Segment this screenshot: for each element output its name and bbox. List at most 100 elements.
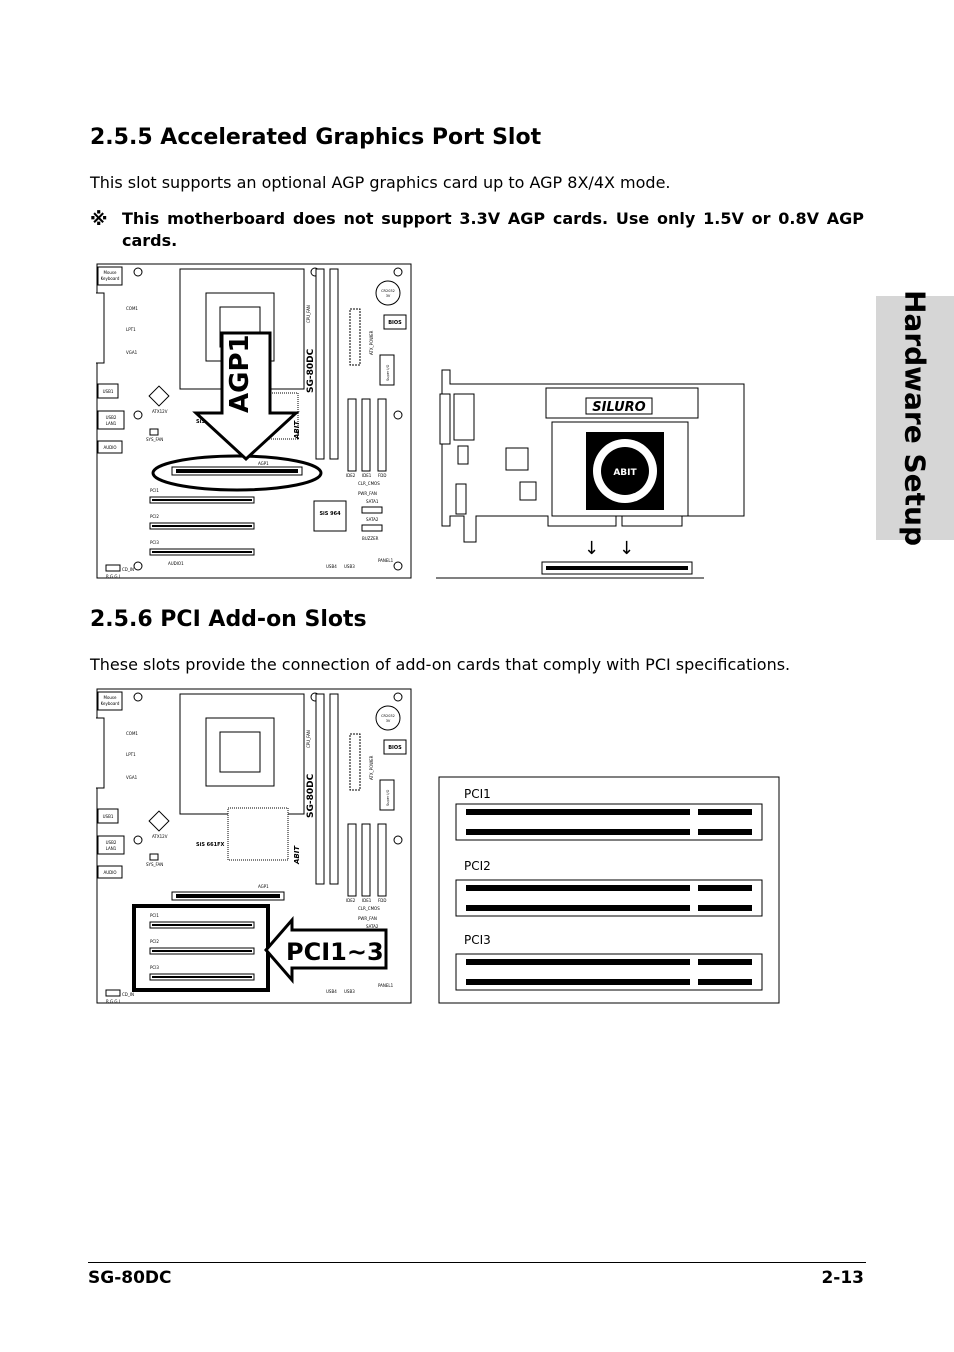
- agp-intro: This slot supports an optional AGP graph…: [90, 173, 671, 192]
- pci-heading: 2.5.6 PCI Add-on Slots: [90, 607, 367, 632]
- audio-label: AUDIO: [103, 870, 116, 875]
- fdd-label: FDD: [378, 898, 386, 903]
- com1-label: COM1: [126, 731, 138, 736]
- battery-3v-label: 3V: [386, 294, 391, 298]
- panel1-label: PANEL1: [378, 983, 394, 988]
- model-label: SG-80DC: [306, 348, 316, 393]
- side-tab: Hardware Setup: [876, 290, 954, 546]
- agp-heading: 2.5.5 Accelerated Graphics Port Slot: [90, 125, 542, 150]
- north-bridge-label: SiS 661FX: [196, 842, 225, 848]
- mouse-label: Mouse: [104, 270, 118, 275]
- agp-callout: AGP1: [225, 334, 255, 413]
- audio-label: AUDIO: [103, 445, 116, 450]
- keyboard-label: Keyboard: [101, 276, 120, 281]
- pci2-board-label: PCI2: [150, 939, 159, 944]
- board-diagram-pci: Mouse Keyboard COM1 LPT1 VGA1 USB1 USB2 …: [96, 688, 412, 1004]
- pci3-board-label: PCI3: [150, 540, 159, 545]
- cd-in-label: CD_IN: [122, 567, 134, 572]
- cpu-fan-label: CPU_FAN: [306, 305, 311, 323]
- usb3-label: USB3: [344, 564, 355, 569]
- pci1-slot-label: PCI1: [464, 787, 491, 801]
- atx-power-label: ATX_POWER: [369, 755, 374, 780]
- lan1-label: LAN1: [106, 846, 117, 851]
- atx-power-label: ATX_POWER: [369, 330, 374, 355]
- bios-label: BIOS: [388, 320, 402, 326]
- agp1-board-label: AGP1: [258, 461, 269, 466]
- board-diagram-agp: Mouse Keyboard COM1 LPT1 VGA1 USB1 USB2 …: [96, 263, 412, 579]
- pci-intro: These slots provide the connection of ad…: [90, 655, 791, 674]
- insert-arrow-left-icon: ↓: [584, 538, 599, 559]
- ide2-label: IDE2: [346, 473, 356, 478]
- vga1-label: VGA1: [126, 775, 138, 780]
- abit-logo: ABIT: [293, 420, 301, 440]
- pci3-board-label: PCI3: [150, 965, 159, 970]
- cr2032-label: CR2032: [381, 714, 395, 718]
- bios-label: BIOS: [388, 745, 402, 751]
- lan1-label: LAN1: [106, 421, 117, 426]
- atx12v-label: ATX12V: [152, 409, 168, 414]
- clr-cmos-label: CLR_CMOS: [358, 906, 380, 911]
- footer-model: SG-80DC: [88, 1268, 172, 1288]
- model-label: SG-80DC: [306, 773, 316, 818]
- pci1-board-label: PCI1: [150, 488, 159, 493]
- agp-note: This motherboard does not support 3.3V A…: [122, 209, 864, 250]
- ide1-label: IDE1: [362, 898, 372, 903]
- buzzer-label: BUZZER: [362, 536, 379, 541]
- cr2032-label: CR2032: [381, 289, 395, 293]
- lpt1-label: LPT1: [126, 752, 136, 757]
- usb1-label: USB1: [103, 814, 114, 819]
- usb2-label: USB2: [106, 840, 117, 845]
- fdd-label: FDD: [378, 473, 386, 478]
- vga1-label: VGA1: [126, 350, 138, 355]
- abit-logo: ABIT: [293, 845, 301, 865]
- pci3-slot-label: PCI3: [464, 933, 491, 947]
- sys-fan-label: SYS_FAN: [146, 862, 163, 867]
- insert-arrow-right-icon: ↓: [619, 538, 634, 559]
- sata2-label: SATA2: [366, 517, 379, 522]
- sys-fan-label: SYS_FAN: [146, 437, 163, 442]
- clr-cmos-label: CLR_CMOS: [358, 481, 380, 486]
- sata2-label: SATA2: [366, 924, 379, 929]
- usb4-label: USB4: [326, 989, 337, 994]
- pci1-slot: PCI1: [455, 787, 763, 841]
- side-tab-label: Hardware Setup: [898, 289, 932, 547]
- super-io-label: Super I/O: [386, 789, 390, 806]
- pci2-slot-label: PCI2: [464, 859, 491, 873]
- atx12v-label: ATX12V: [152, 834, 168, 839]
- pci2-board-label: PCI2: [150, 514, 159, 519]
- ide2-label: IDE2: [346, 898, 356, 903]
- card-fan-logo: ABIT: [613, 468, 637, 478]
- pci2-slot: PCI2: [455, 859, 763, 917]
- pci-slots-detail: PCI1 PCI2 PCI3: [438, 776, 780, 1004]
- cpu-fan-label: CPU_FAN: [306, 730, 311, 748]
- cd-in-label: CD_IN: [122, 992, 134, 997]
- keyboard-label: Keyboard: [101, 701, 120, 706]
- usb3-label: USB3: [344, 989, 355, 994]
- sata1-label: SATA1: [366, 499, 379, 504]
- pwr-fan-label: PWR_FAN: [358, 491, 377, 496]
- super-io-label: Super I/O: [386, 364, 390, 381]
- rggl-label: R G G L: [106, 574, 122, 579]
- card-brand: SILURO: [592, 400, 645, 415]
- footer-rule: [88, 1262, 866, 1263]
- lpt1-label: LPT1: [126, 327, 136, 332]
- pwr-fan-label: PWR_FAN: [358, 916, 377, 921]
- footer-page-number: 2-13: [821, 1268, 864, 1288]
- rggl-label: R G G L: [106, 999, 122, 1004]
- panel1-label: PANEL1: [378, 558, 394, 563]
- pci-callout: PCI1~3: [286, 938, 384, 966]
- com1-label: COM1: [126, 306, 138, 311]
- mouse-label: Mouse: [104, 695, 118, 700]
- pci3-slot: PCI3: [455, 933, 763, 991]
- usb1-label: USB1: [103, 389, 114, 394]
- pci1-board-label: PCI1: [150, 913, 159, 918]
- ide1-label: IDE1: [362, 473, 372, 478]
- agp-card-drawing: SILURO ABIT ↓ ↓: [436, 369, 745, 579]
- audio1-label: AUDIO1: [168, 561, 184, 566]
- south-bridge-label: SiS 964: [319, 511, 341, 517]
- usb2-label: USB2: [106, 415, 117, 420]
- note-mark: ※: [90, 209, 108, 230]
- usb4-label: USB4: [326, 564, 337, 569]
- battery-3v-label: 3V: [386, 719, 391, 723]
- agp1-board-label: AGP1: [258, 884, 269, 889]
